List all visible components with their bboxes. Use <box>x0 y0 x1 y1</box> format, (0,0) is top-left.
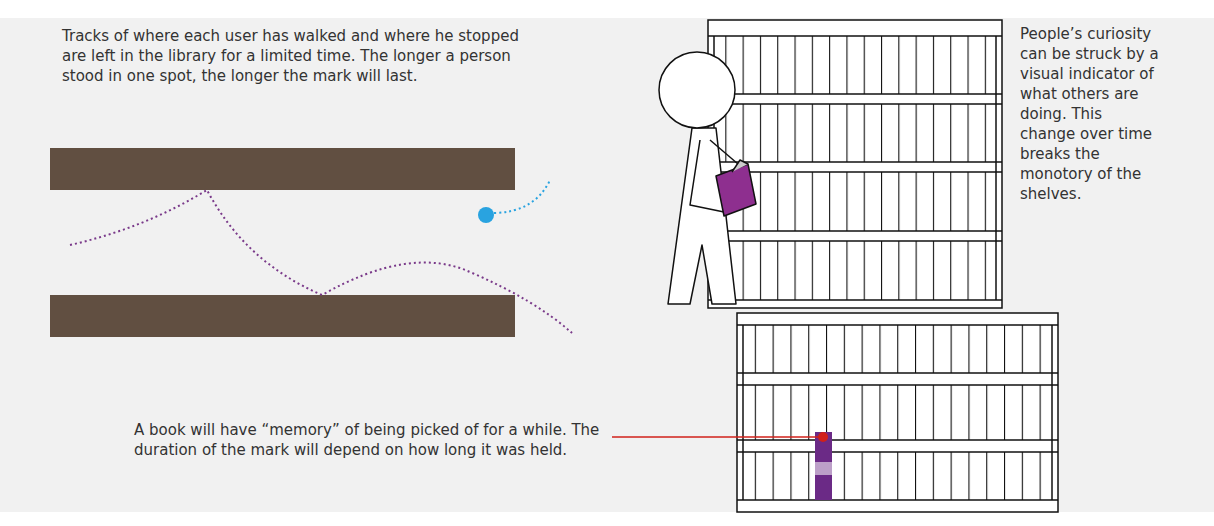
background-panel <box>0 18 1214 512</box>
note-text: Tracks of where each user has walked and… <box>62 26 532 86</box>
walk-track <box>494 180 550 213</box>
shelf-bar <box>50 148 515 190</box>
leader-line <box>612 436 819 438</box>
shelf-bar <box>50 295 515 337</box>
bookshelf <box>708 20 1002 308</box>
book-highlight <box>815 462 832 475</box>
person-figure <box>659 52 756 304</box>
note-text: People’s curiosity can be struck by a vi… <box>1020 24 1162 204</box>
bookshelf <box>737 313 1058 512</box>
note-text: A book will have “memory” of being picke… <box>134 420 604 460</box>
leader-dot <box>818 432 828 442</box>
marked-book <box>815 432 832 500</box>
user-dot <box>478 207 494 223</box>
walk-track <box>70 190 572 333</box>
